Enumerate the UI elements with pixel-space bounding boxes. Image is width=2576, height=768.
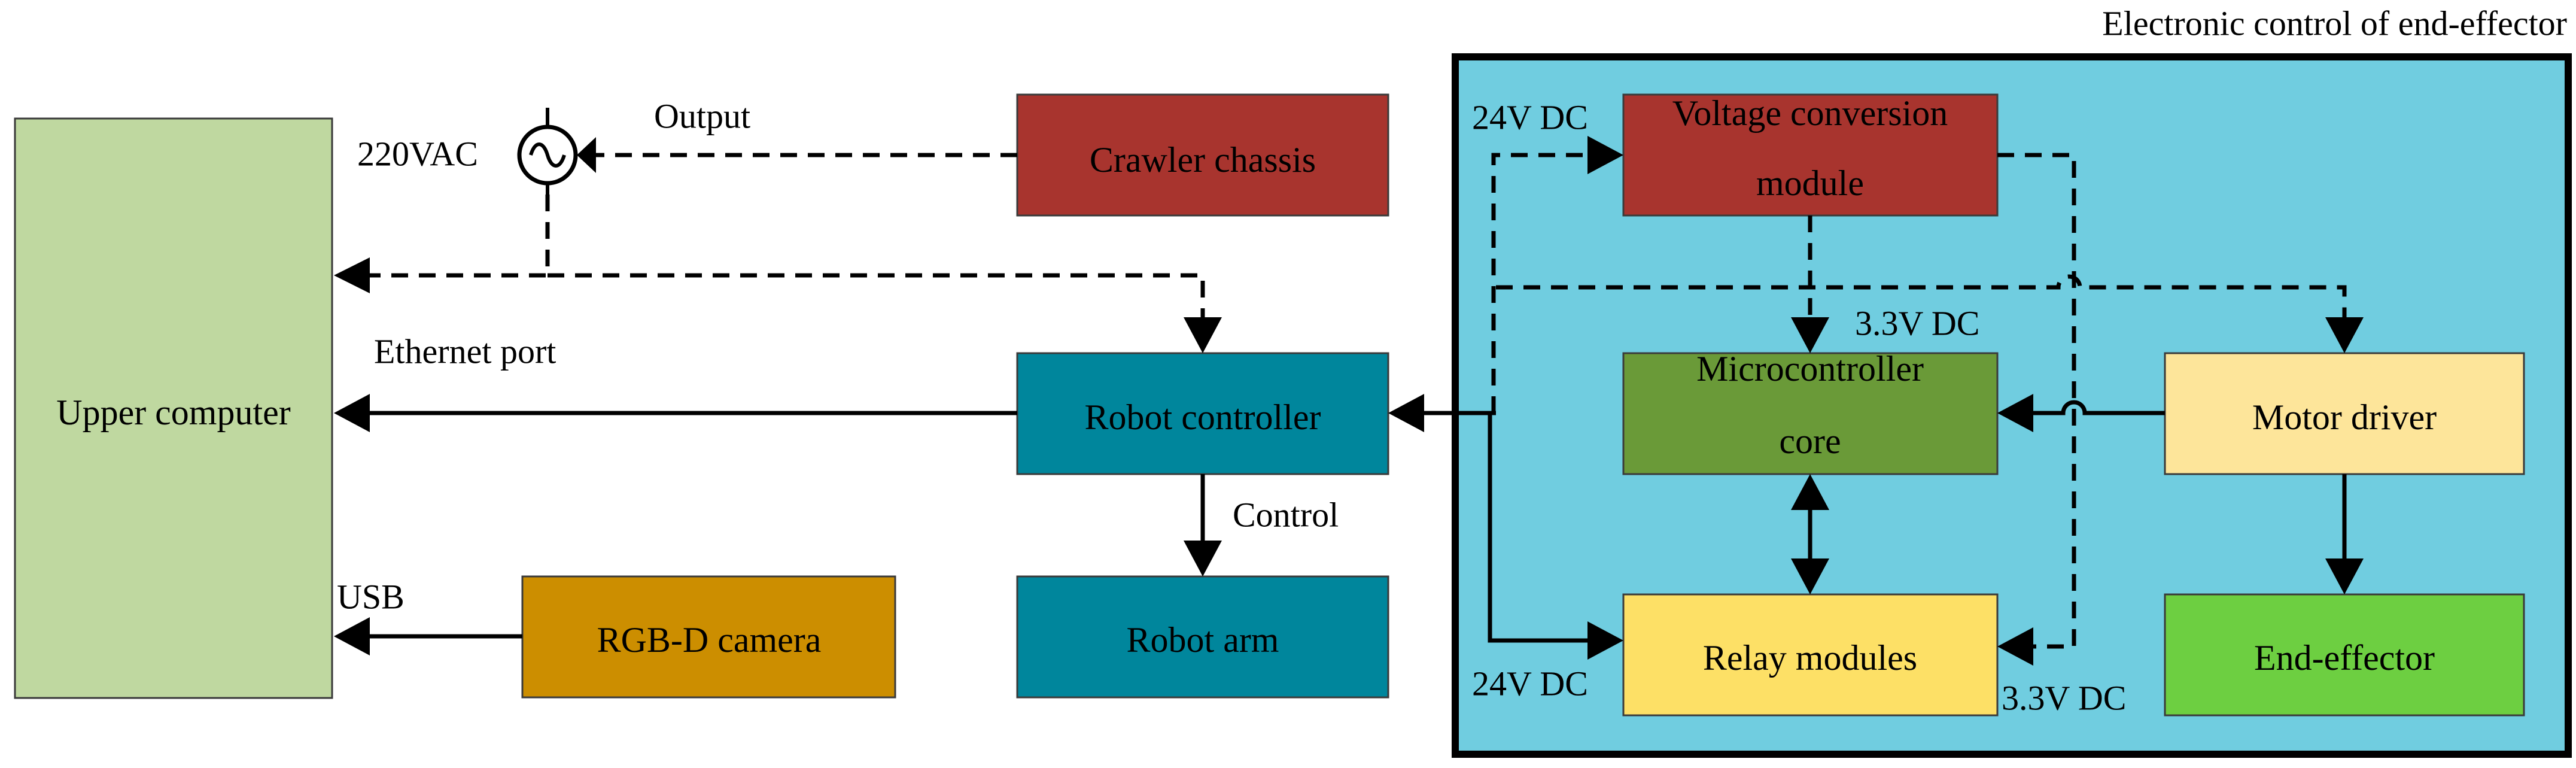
relay-modules-box [1622,593,1999,717]
end-effector-label: End-effector [2254,638,2435,678]
dc24-to-voltage-dashed [1491,153,1587,413]
crawler-chassis-label: Crawler chassis [1090,140,1316,180]
rgbd-camera-label: RGB-D camera [597,620,822,660]
relay-arrow-head [1587,621,1623,660]
chassis-arrow-head [577,137,596,173]
rgbd-camera-box [521,575,896,699]
label-220vac: 220VAC [357,134,478,173]
micro-relay-arrow-down [1791,558,1829,594]
bus-to-motor-dashed [1496,274,2347,317]
voltage-arrow-head [1587,136,1623,174]
control-arrow-head [1184,541,1222,576]
controller-to-relay-link [1488,413,1587,643]
voltage-conversion-label-2: module [1756,163,1864,203]
microcontroller-label-2: core [1779,421,1841,461]
upper-computer-label: Upper computer [56,393,291,432]
label-output: Output [654,96,750,135]
label-24v-bottom: 24V DC [1472,664,1588,703]
motor-driver-label: Motor driver [2252,397,2437,437]
end-effector-box [2164,593,2525,717]
robot-controller-box [1016,352,1389,475]
ac-to-computer-dashed [370,195,550,278]
ac-to-controller-dashed [548,273,1205,317]
voltage-to-relay-dashed [1997,153,2076,649]
ac-controller-arrow-head [1184,317,1222,353]
ac-source-icon [517,108,578,195]
label-24v-top: 24V DC [1472,98,1588,136]
label-usb: USB [337,577,405,616]
microcontroller-label-1: Microcontroller [1696,349,1924,388]
panel-title: Electronic control of end-effector [2102,4,2567,43]
crawler-chassis-box [1016,93,1389,217]
upper-computer-box [14,117,333,699]
ac-computer-arrow-head [334,257,370,293]
label-33v-bottom: 3.3V DC [2002,678,2126,717]
label-33v-mid: 3.3V DC [1855,303,1979,342]
motor-to-micro-link [2033,400,2165,415]
label-ethernet: Ethernet port [374,332,556,371]
micro-arrow-head [1791,317,1829,353]
robot-arm-box [1016,575,1389,699]
voltage-conversion-label-1: Voltage conversion [1672,93,1948,133]
label-control: Control [1233,495,1339,534]
effector-arrow-head [2325,558,2364,594]
motor-arrow-head [2325,317,2364,353]
ethernet-arrow-head [334,394,370,432]
robot-arm-label: Robot arm [1127,620,1279,660]
robot-controller-label: Robot controller [1085,397,1321,437]
panel-controller-arrow-head [1388,394,1424,432]
relay-33-arrow-head [1997,627,2033,666]
relay-modules-label: Relay modules [1703,638,1917,678]
motor-micro-arrow-head [1997,394,2033,432]
micro-relay-arrow-up [1791,474,1829,510]
microcontroller-box [1622,352,1999,475]
usb-arrow-head [334,617,370,655]
